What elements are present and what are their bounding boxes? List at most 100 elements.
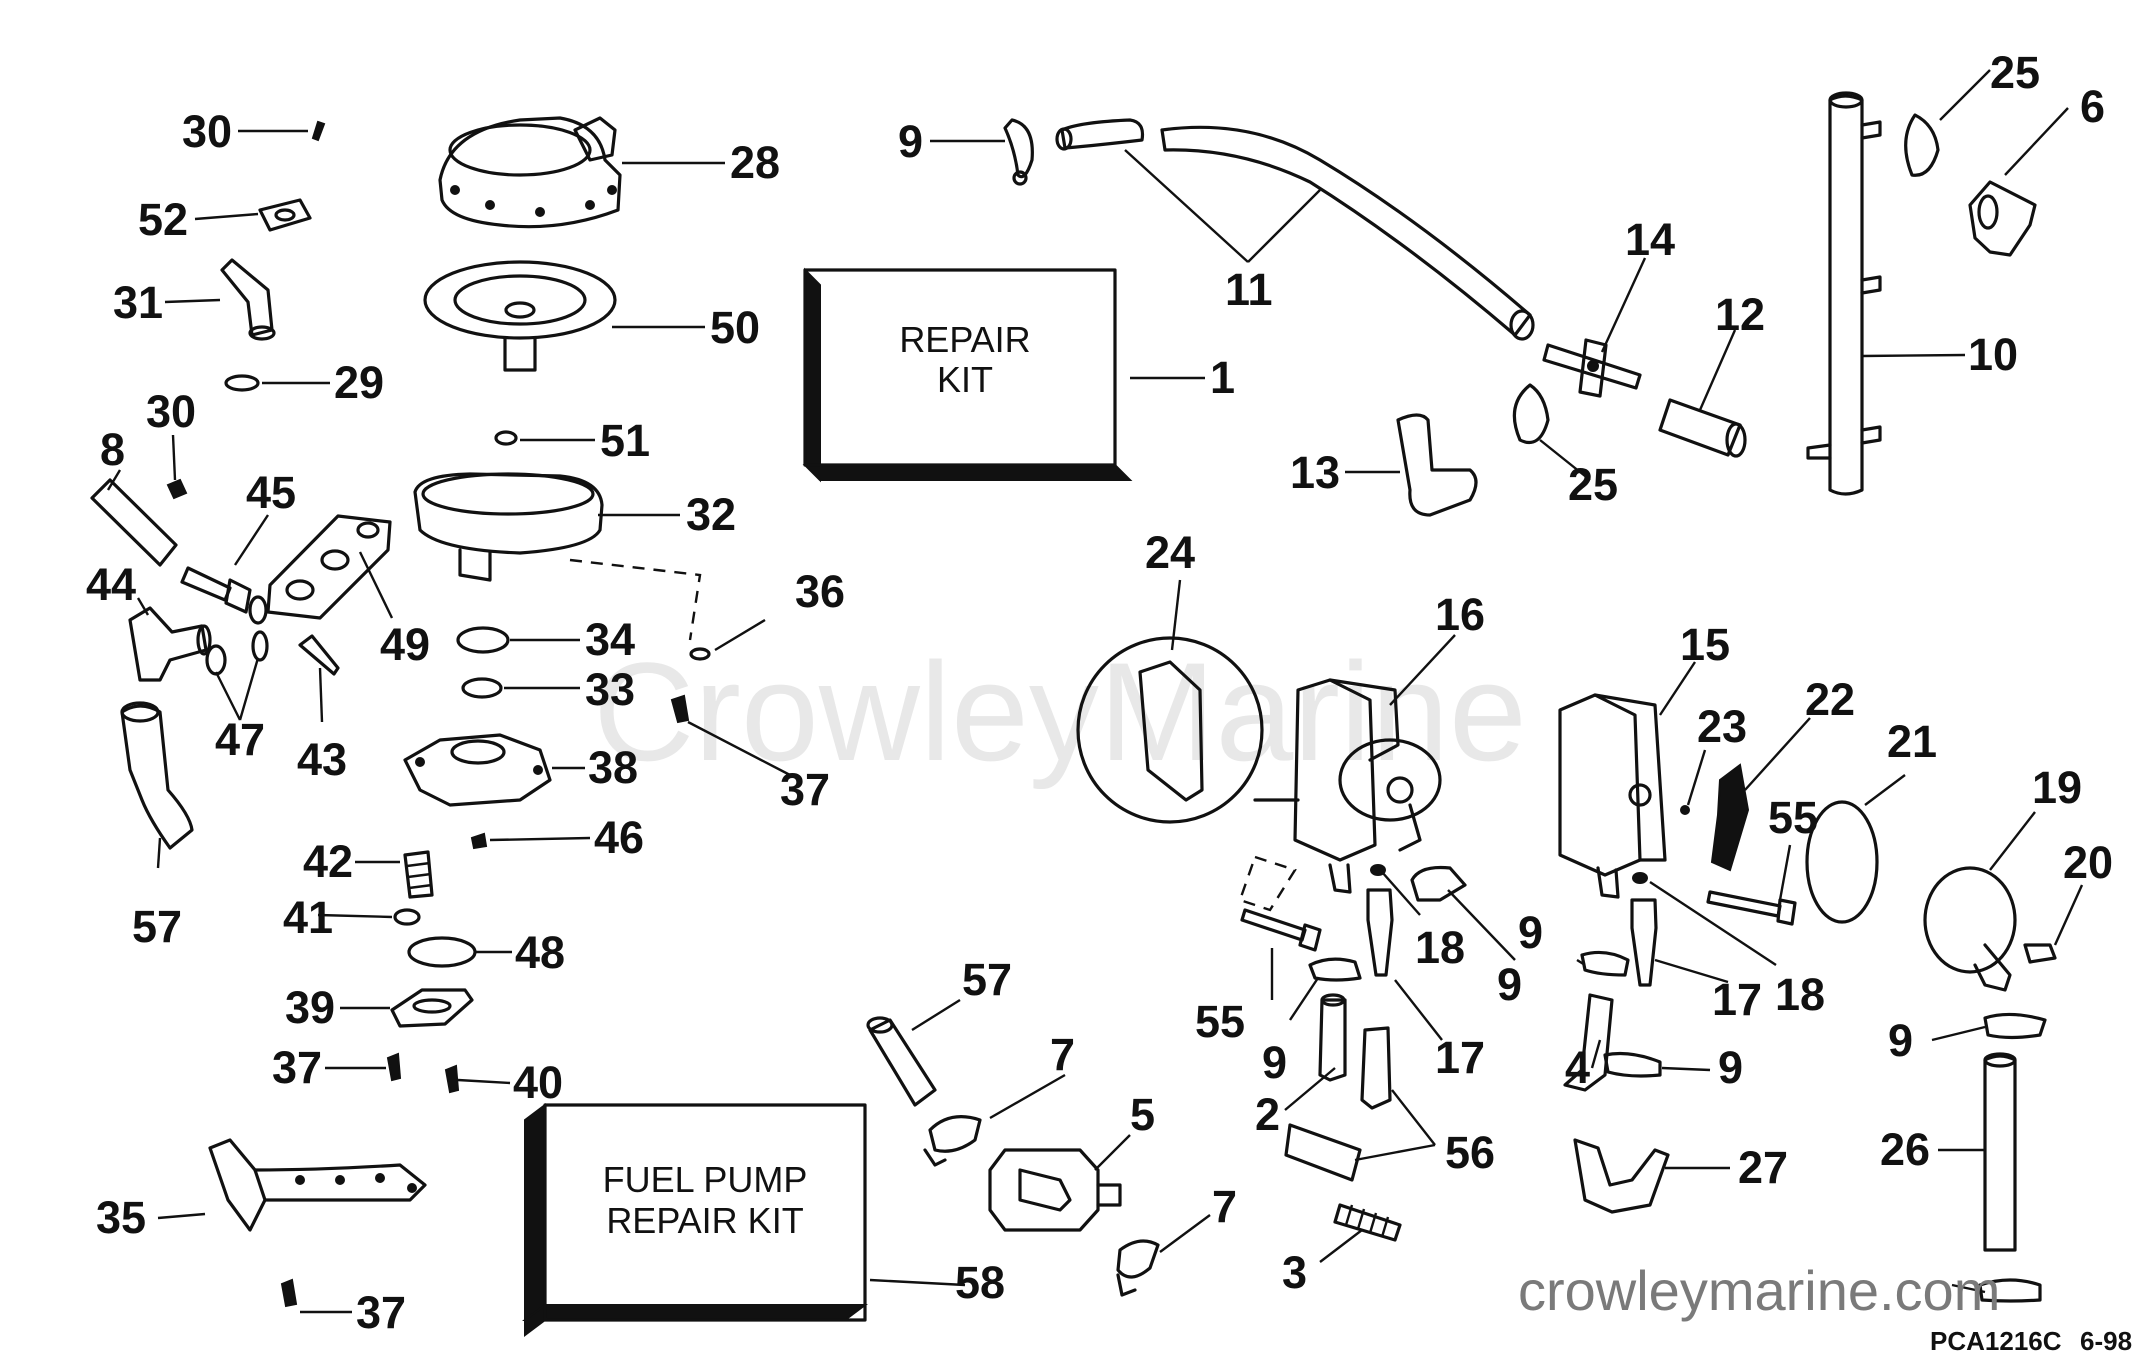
callout-30-top: 30 <box>182 106 232 157</box>
callout-28: 28 <box>730 137 780 188</box>
callout-12: 12 <box>1715 289 1765 340</box>
part-oring-48 <box>407 936 477 968</box>
part-screw-46 <box>470 832 488 850</box>
part-filter-5 <box>988 1148 1122 1232</box>
leader-lines <box>106 69 2084 1314</box>
callout-55-right: 55 <box>1768 792 1818 843</box>
callout-numbers: 30 52 31 29 30 8 45 44 47 43 49 57 28 50… <box>86 47 2113 1338</box>
part-bolt-55-right <box>1706 890 1797 926</box>
part-fitting-17-right <box>1630 898 1658 987</box>
part-oring-51 <box>494 430 518 446</box>
callout-13: 13 <box>1290 447 1340 498</box>
callout-51: 51 <box>600 415 650 466</box>
callout-25-top: 25 <box>1990 47 2040 98</box>
callout-41: 41 <box>283 892 333 943</box>
part-hose-13 <box>1396 413 1478 517</box>
part-hose-11-long <box>1160 125 1535 341</box>
callout-33: 33 <box>585 664 635 715</box>
part-clamp-7-bottom <box>1116 1239 1160 1297</box>
callout-36: 36 <box>795 566 845 617</box>
callout-57-left: 57 <box>132 901 182 952</box>
fuel-pump-repair-kit-line-2: REPAIR KIT <box>606 1200 803 1241</box>
part-valve-body-38 <box>403 733 552 807</box>
callout-31: 31 <box>113 277 163 328</box>
part-diaphragm-50 <box>423 260 617 372</box>
callout-1: 1 <box>1210 352 1235 403</box>
part-gasket-24-inset <box>1076 636 1264 824</box>
callout-23: 23 <box>1697 701 1747 752</box>
callout-18-left: 18 <box>1415 922 1465 973</box>
callout-15: 15 <box>1680 619 1730 670</box>
watermark: CrowleyMarine <box>593 633 1527 790</box>
callout-19: 19 <box>2032 762 2082 813</box>
callout-8: 8 <box>100 424 125 475</box>
callout-10: 10 <box>1968 329 2018 380</box>
callout-55-left: 55 <box>1195 996 1245 1047</box>
part-oring-41 <box>393 908 421 926</box>
callout-45: 45 <box>246 467 296 518</box>
part-screw-37-low <box>386 1052 402 1082</box>
callout-39: 39 <box>285 982 335 1033</box>
callout-9-a: 9 <box>1262 1037 1287 1088</box>
callout-47: 47 <box>215 714 265 765</box>
callout-37-mid: 37 <box>780 764 830 815</box>
callout-14: 14 <box>1625 214 1675 265</box>
callout-30: 30 <box>146 386 196 437</box>
part-elbow-31 <box>220 258 276 341</box>
callout-34: 34 <box>585 614 635 665</box>
part-clamp-9-top <box>1003 118 1034 186</box>
part-washer-18-right <box>1632 872 1648 884</box>
callout-49: 49 <box>380 619 430 670</box>
part-gasket-49 <box>266 514 392 620</box>
part-washer-23 <box>1680 805 1690 815</box>
part-cover-28 <box>438 116 622 229</box>
part-gasket-52 <box>258 198 312 232</box>
part-hose-57-mid <box>866 1016 937 1107</box>
part-screw-37-bottom <box>280 1278 298 1308</box>
part-clamp-9-mid <box>1410 865 1467 902</box>
part-clamp-9-c <box>1603 1051 1662 1078</box>
callout-21: 21 <box>1887 716 1937 767</box>
callout-35: 35 <box>96 1192 146 1243</box>
callout-37-low: 37 <box>272 1042 322 1093</box>
callout-40: 40 <box>513 1057 563 1108</box>
part-fuel-pump-16 <box>1253 678 1442 894</box>
callout-44: 44 <box>86 559 136 610</box>
part-hose-11-short <box>1055 118 1145 151</box>
part-clamp-9-b <box>1580 950 1630 977</box>
figure-code: PCA1216C <box>1930 1326 2062 1356</box>
repair-kit-line-1: REPAIR <box>899 319 1030 360</box>
part-elbow-44 <box>128 606 212 682</box>
part-clamp-25-mid <box>1512 383 1550 445</box>
part-hose-27 <box>1573 1138 1670 1214</box>
callout-50: 50 <box>710 302 760 353</box>
part-hose-4 <box>1563 993 1614 1092</box>
part-filter-cover-19 <box>1923 866 2017 992</box>
part-fitting-45 <box>180 566 268 625</box>
part-screw-30 <box>166 478 188 500</box>
part-clamp-25-top <box>1904 113 1940 177</box>
part-tee-14 <box>1542 338 1642 398</box>
part-clamp-9-right-bottom <box>1978 1278 2042 1303</box>
callout-7-bottom: 7 <box>1212 1181 1237 1232</box>
part-gear-22 <box>1710 763 1750 872</box>
part-bracket-35 <box>208 1138 427 1232</box>
callout-9-right-top: 9 <box>1888 1015 1913 1066</box>
part-washer-36 <box>689 647 711 661</box>
part-screw-43 <box>298 634 340 676</box>
callout-2: 2 <box>1255 1089 1280 1140</box>
callout-24: 24 <box>1145 527 1195 578</box>
callout-42: 42 <box>303 836 353 887</box>
callout-22: 22 <box>1805 674 1855 725</box>
callout-58: 58 <box>955 1257 1005 1308</box>
callout-9-c: 9 <box>1718 1042 1743 1093</box>
part-fitting-17-left <box>1366 888 1394 977</box>
part-spring-42 <box>403 850 434 899</box>
fuel-pump-repair-kit-box: FUEL PUMP REPAIR KIT <box>522 1103 868 1337</box>
callout-9-top: 9 <box>898 116 923 167</box>
callout-4: 4 <box>1565 1042 1590 1093</box>
part-screw-37-mid <box>670 694 690 724</box>
callout-43: 43 <box>297 734 347 785</box>
part-hose-26 <box>1983 1052 2017 1252</box>
